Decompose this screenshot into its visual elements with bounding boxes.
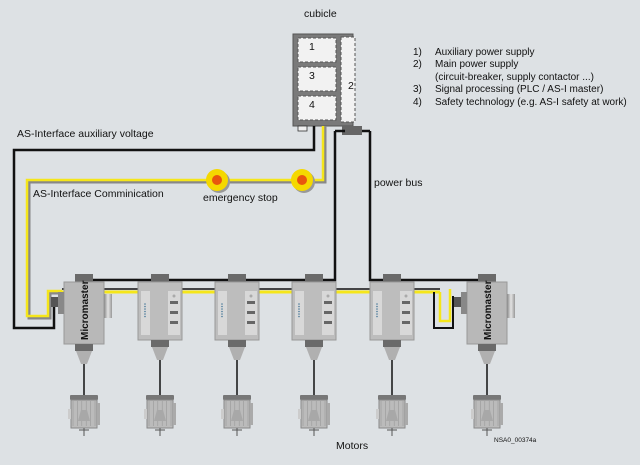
cable-gland (384, 347, 400, 360)
motors-group (68, 360, 503, 436)
left-panel (295, 291, 304, 335)
emergency-stop-label: emergency stop (203, 192, 278, 204)
bottom-connector (75, 344, 93, 351)
drive-module[interactable] (369, 274, 415, 360)
drive-module[interactable] (291, 274, 337, 360)
aux-voltage-label: AS-Interface auxiliary voltage (17, 128, 154, 140)
top-connector (151, 274, 169, 282)
compartment-1-label: 1 (309, 41, 315, 53)
left-panel (218, 291, 227, 335)
motors-label: Motors (336, 440, 369, 452)
top-connector (75, 274, 93, 282)
motor-icon (376, 395, 408, 436)
motor-icon (68, 395, 100, 436)
drawing-id-label: NSA0_00374a (494, 437, 537, 444)
top-connector (478, 274, 496, 282)
micromaster-drive[interactable]: Micromaster (454, 274, 515, 364)
legend-item: 4)Safety technology (e.g. AS-I safety at… (413, 96, 627, 108)
terminal-strip (58, 292, 64, 314)
top-connector (228, 274, 246, 282)
compartment-3-label: 3 (309, 70, 315, 82)
motor-icon (144, 395, 176, 436)
bottom-connector (228, 340, 246, 347)
power-bus-label: power bus (374, 177, 423, 189)
cubicle-label: cubicle (304, 8, 337, 20)
bottom-connector (151, 340, 169, 347)
as-i-communication-cable (25, 126, 325, 318)
drive-module[interactable] (137, 274, 183, 360)
compartment-4-label: 4 (309, 99, 315, 111)
compartment-1 (297, 37, 337, 63)
as-i-plug (454, 297, 462, 307)
legend-item-sub: (circuit-breaker, supply contactor ...) (435, 71, 594, 83)
communication-label: AS-Interface Comminication (33, 188, 164, 200)
side-handle (507, 294, 515, 318)
legend-item: 2)Main power supply (413, 59, 519, 71)
side-handle (104, 294, 112, 318)
drives-group: Micromaster Micromaster (51, 274, 515, 364)
left-panel (141, 291, 150, 335)
legend-item: 1)Auxiliary power supply (413, 47, 535, 58)
micromaster-label: Micromaster (483, 280, 494, 340)
cubicle (292, 33, 362, 135)
drive-module[interactable] (214, 274, 260, 360)
emergency-stop-button-icon (297, 175, 307, 185)
power-bus-cable (80, 131, 337, 282)
cable-gland (229, 347, 245, 360)
cable-gland (479, 351, 495, 364)
cable-gland (152, 347, 168, 360)
left-panel (373, 291, 382, 335)
motor-icon (221, 395, 253, 436)
terminal-strip (461, 292, 467, 314)
emergency-stop-button-icon (212, 175, 222, 185)
micromaster-drive[interactable]: Micromaster (51, 274, 112, 364)
compartment-2-label: 2 (348, 80, 354, 92)
legend-item: 3)Signal processing (PLC / AS-I master) (413, 84, 604, 96)
bottom-connector (478, 344, 496, 351)
motor-icon (298, 395, 330, 436)
bottom-connector (383, 340, 401, 347)
aux-voltage-cable (12, 126, 316, 330)
legend: 1)Auxiliary power supply 2)Main power su… (413, 47, 627, 109)
top-connector (383, 274, 401, 282)
top-connector (305, 274, 323, 282)
cable-gland (76, 351, 92, 364)
compartment-4 (297, 95, 337, 121)
micromaster-label: Micromaster (80, 280, 91, 340)
emergency-stop-1[interactable] (206, 169, 230, 193)
bottom-connector (305, 340, 323, 347)
compartment-3 (297, 66, 337, 92)
cubicle-aux-terminal (297, 125, 308, 132)
cable-gland (306, 347, 322, 360)
motor-icon (471, 395, 503, 436)
emergency-stop-2[interactable] (291, 169, 315, 193)
as-i-plug (51, 297, 59, 307)
cubicle-power-connector (342, 126, 362, 135)
